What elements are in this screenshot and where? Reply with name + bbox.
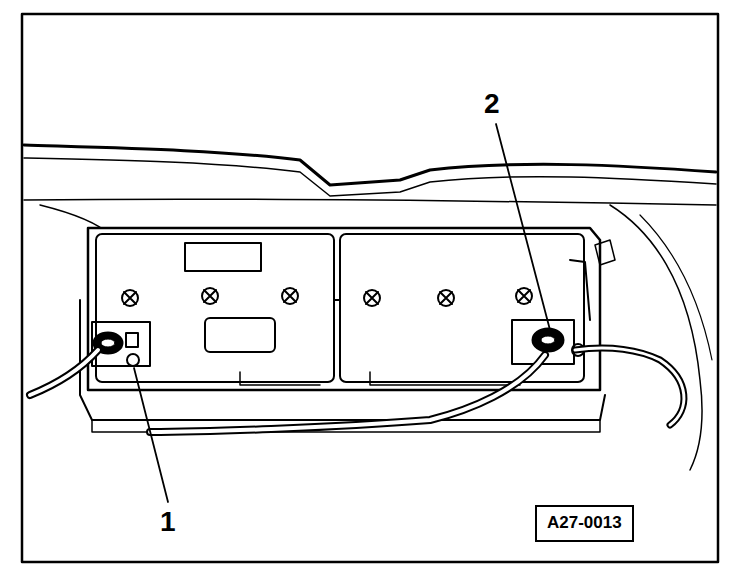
leader-line <box>496 124 550 330</box>
leader-line <box>134 368 168 502</box>
frame <box>22 14 718 562</box>
figure-code-box: A27-0013 <box>535 505 634 542</box>
callout-number: 2 <box>484 90 500 118</box>
callout-number: 1 <box>160 508 176 536</box>
figure-code: A27-0013 <box>547 513 622 533</box>
